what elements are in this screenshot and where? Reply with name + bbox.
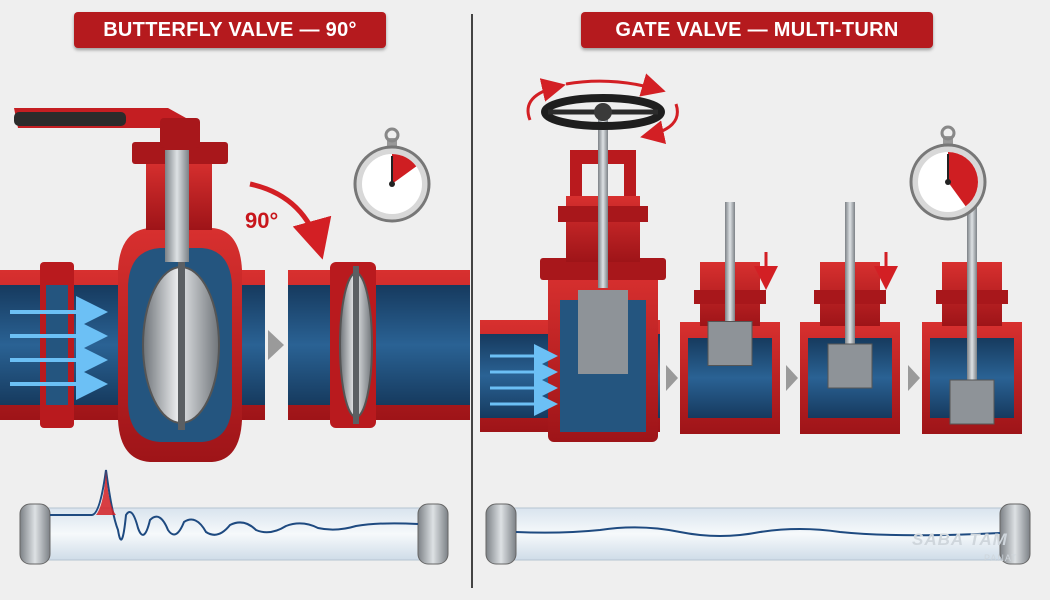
handwheel-icon [541, 94, 665, 130]
stopwatch-elapsed-wedge [948, 152, 978, 207]
rotation-angle-label: 90° [245, 208, 279, 233]
chevron-right-icon [908, 365, 920, 391]
pressure-tube-left [19, 469, 449, 565]
flow-arrow-icon [490, 344, 558, 416]
watermark-text: SABA TAM [912, 530, 1008, 549]
chevron-right-icon [666, 365, 678, 391]
rotation-arrow-icon [526, 78, 566, 121]
butterfly-valve-open [0, 108, 265, 462]
butterfly-valve-closed [288, 262, 470, 428]
water-hammer-spike-wave [50, 469, 419, 541]
gate-valve-stage-3 [922, 202, 1022, 434]
lever-handle-icon [14, 108, 200, 148]
gate-closing-sequence [666, 202, 1022, 434]
butterfly-title-badge: BUTTERFLY VALVE — 90° [74, 12, 386, 48]
gate-valve-stage-2 [800, 202, 900, 434]
watermark-subtext: PANAT [984, 553, 1018, 563]
rotation-arrow-icon [640, 103, 679, 145]
gate-valve-stage-1 [680, 202, 780, 434]
chevron-right-icon [268, 330, 284, 360]
stopwatch-icon [909, 125, 987, 221]
flow-arrow-icon [10, 296, 108, 400]
stopwatch-icon [353, 127, 431, 223]
gate-valve-open [480, 73, 679, 442]
chevron-right-icon [786, 365, 798, 391]
gate-title-badge: GATE VALVE — MULTI-TURN [581, 12, 933, 48]
smooth-pressure-wave [515, 526, 1001, 537]
rotation-arrow-icon [249, 181, 332, 260]
stopwatch-elapsed-wedge [392, 154, 417, 184]
pressure-tube-right [485, 503, 1031, 565]
rotation-arrow-icon [565, 73, 666, 97]
